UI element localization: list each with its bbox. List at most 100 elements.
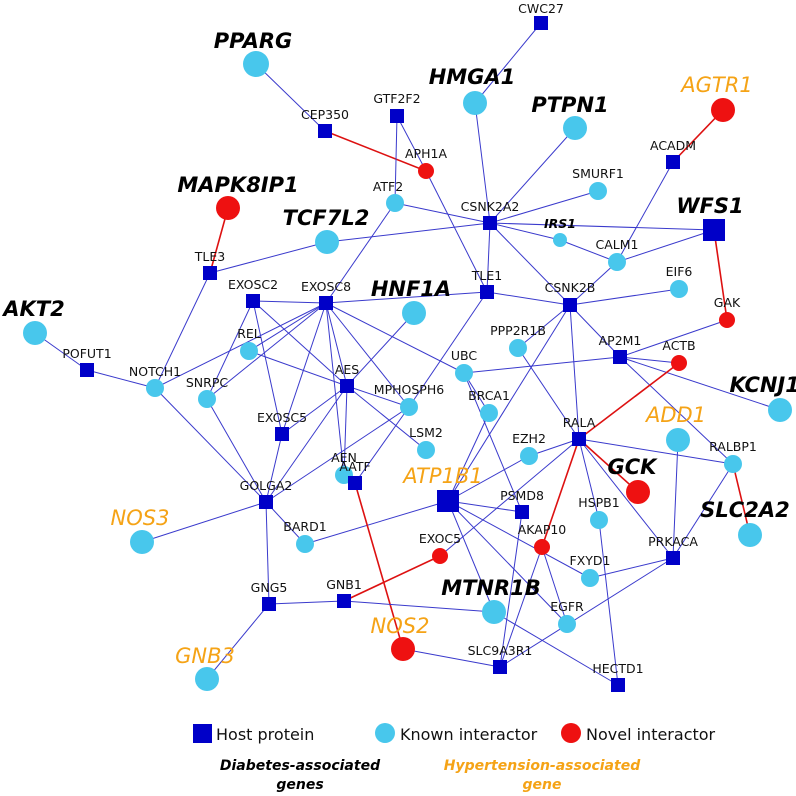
node-tcf7l2 <box>315 230 339 254</box>
node-csnk2a2 <box>483 216 497 230</box>
node-bard1 <box>296 535 314 553</box>
node-csnk2b <box>563 298 577 312</box>
edge-ralbp1-prkaca <box>672 463 734 559</box>
edge-ppp2r1b-rala <box>517 347 580 440</box>
edge-csnk2b-rala <box>569 304 580 440</box>
label-add1: ADD1 <box>644 403 706 427</box>
edge-exosc8-aen <box>325 302 345 476</box>
node-actb <box>671 355 687 371</box>
label-eif6: EIF6 <box>666 264 693 279</box>
node-aatf <box>348 476 362 490</box>
edge-exosc8-snrpc <box>206 302 327 400</box>
edge-exosc8-tle1 <box>325 291 488 304</box>
node-mtnr1b <box>482 600 506 624</box>
edge-csnk2b-atp1b1 <box>447 304 571 502</box>
node-pofut1 <box>80 363 94 377</box>
edge-add1-prkaca <box>672 439 679 559</box>
label-wfs1: WFS1 <box>676 194 743 218</box>
edge-ap2m1-ubc <box>463 356 621 374</box>
legend-host-label: Host protein <box>216 725 314 744</box>
edge-exosc2-exosc8 <box>252 300 327 304</box>
label-aes: AES <box>335 362 359 377</box>
edge-ap2m1-ralbp1 <box>619 356 734 465</box>
node-acadm <box>666 155 680 169</box>
label-exosc5: EXOSC5 <box>257 410 307 425</box>
label-exoc5: EXOC5 <box>419 531 461 546</box>
edge-smurf1-csnk2a2 <box>489 190 599 224</box>
edge-gak-ap2m1 <box>619 319 728 358</box>
edge-exosc2-snrpc <box>206 300 254 400</box>
node-slc9a3r1 <box>493 660 507 674</box>
label-gnb3: GNB3 <box>175 644 235 668</box>
node-add1 <box>666 428 690 452</box>
edge-csnk2a2-wfs1 <box>489 222 715 231</box>
edge-pparg-cep350 <box>255 63 326 132</box>
label-atf2: ATF2 <box>373 179 403 194</box>
label-rel: REL <box>237 326 261 341</box>
edge-cwc27-hmga1 <box>474 22 542 104</box>
label-gck: GCK <box>608 455 659 479</box>
node-golga2 <box>259 495 273 509</box>
node-rala <box>572 432 586 446</box>
edge-hspb1-hectd1 <box>598 519 619 686</box>
edge-atp1b1-psmd8 <box>447 500 523 513</box>
edge-ptpn1-csnk2a2 <box>489 127 576 224</box>
edge-snrpc-golga2 <box>206 398 267 503</box>
edge-hmga1-csnk2a2 <box>474 102 491 224</box>
edge-exosc2-aes <box>252 300 348 387</box>
edge-mphosph6-aatf <box>354 406 410 484</box>
edge-atf2-csnk2a2 <box>394 202 491 224</box>
label-nos3: NOS3 <box>111 506 170 530</box>
edge-ap2m1-kcnj11 <box>619 356 781 411</box>
node-nos2 <box>391 637 415 661</box>
node-exoc5 <box>432 548 448 564</box>
node-snrpc <box>198 390 216 408</box>
diabetes-note-line2: genes <box>276 777 323 793</box>
edge-atp1b1-fxyd1 <box>447 500 591 579</box>
edge-csnk2a2-tcf7l2 <box>326 222 491 243</box>
node-mapk8ip1 <box>216 196 240 220</box>
node-ap2m1 <box>613 350 627 364</box>
label-mapk8ip1: MAPK8IP1 <box>177 173 298 197</box>
legend: Host protein Known interactor Novel inte… <box>193 723 716 744</box>
edge-atp1b1-egfr <box>447 500 568 625</box>
node-eif6 <box>670 280 688 298</box>
label-mphosph6: MPHOSPH6 <box>374 382 444 397</box>
node-gnb1 <box>337 594 351 608</box>
edge-gng5-gnb1 <box>268 600 345 605</box>
label-tle3: TLE3 <box>194 249 225 264</box>
node-tle3 <box>203 266 217 280</box>
edge-rala-hspb1 <box>578 438 600 521</box>
node-aph1a <box>418 163 434 179</box>
label-pofut1: POFUT1 <box>62 346 111 361</box>
label-golga2: GOLGA2 <box>240 478 293 493</box>
edge-rala-prkaca <box>578 438 674 559</box>
label-mtnr1b: MTNR1B <box>441 576 541 600</box>
label-cep350: CEP350 <box>301 107 349 122</box>
label-egfr: EGFR <box>550 599 584 614</box>
node-notch1 <box>146 379 164 397</box>
label-kcnj11: KCNJ11 <box>730 373 796 397</box>
label-csnk2b: CSNK2B <box>545 280 596 295</box>
edge-irs1-calm1 <box>559 239 618 263</box>
label-aph1a: APH1A <box>405 146 447 161</box>
node-gck <box>626 480 650 504</box>
edge-exosc8-aes <box>325 302 348 387</box>
node-brca1 <box>480 404 498 422</box>
label-calm1: CALM1 <box>596 237 639 252</box>
node-irs1 <box>553 233 567 247</box>
footer-notes: Diabetes-associated genes Hypertension-a… <box>220 758 641 793</box>
node-hectd1 <box>611 678 625 692</box>
node-wfs1 <box>703 219 725 241</box>
label-fxyd1: FXYD1 <box>570 553 611 568</box>
label-csnk2a2: CSNK2A2 <box>461 199 520 214</box>
node-cep350 <box>318 124 332 138</box>
edge-prkaca-fxyd1 <box>589 557 674 579</box>
label-psmd8: PSMD8 <box>500 488 544 503</box>
label-smurf1: SMURF1 <box>572 166 624 181</box>
edge-tle1-csnk2b <box>486 291 571 306</box>
node-ubc <box>455 364 473 382</box>
node-calm1 <box>608 253 626 271</box>
edge-csnk2a2-csnk2b <box>489 222 571 306</box>
